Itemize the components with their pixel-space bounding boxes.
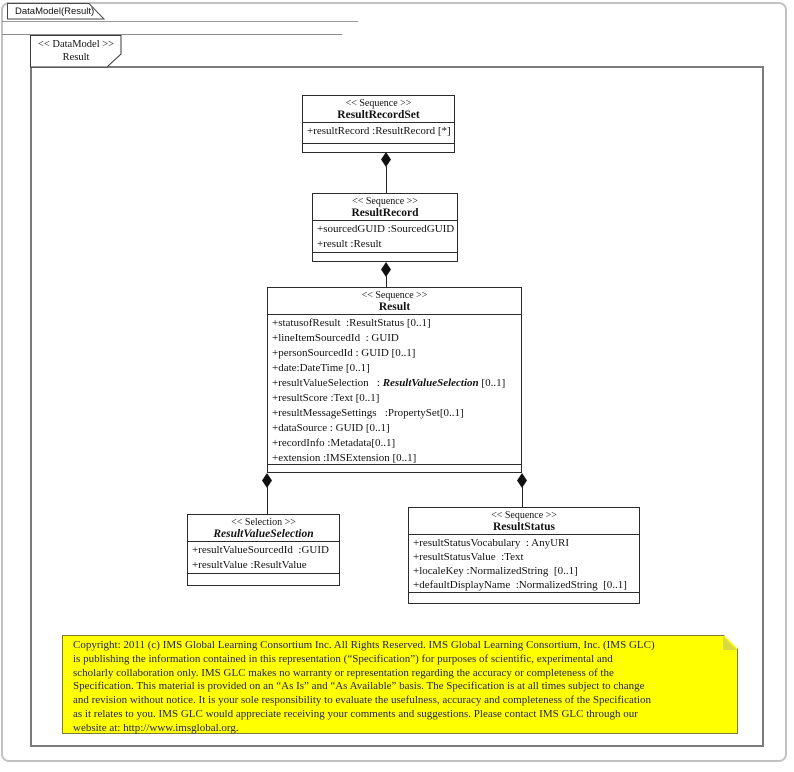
operations-compartment	[303, 144, 454, 152]
attributes-compartment: +resultStatusVocabulary : AnyURI +result…	[409, 535, 639, 593]
divider-line	[2, 21, 358, 22]
attribute-row: +resultValueSourcedId :GUID	[192, 544, 329, 556]
tab-shape-icon	[7, 3, 106, 20]
composition-diamond-icon	[381, 262, 391, 277]
uml-class-result-value-selection: << Selection >> ResultValueSelection +re…	[187, 514, 340, 586]
operations-compartment	[313, 253, 457, 261]
attribute-row: +localeKey :NormalizedString [0..1]	[413, 565, 578, 577]
attribute-row: +recordInfo :Metadata[0..1]	[272, 437, 396, 449]
composition-diamond-icon	[262, 473, 272, 488]
composition-diamond-icon	[381, 152, 391, 167]
frame-label: << DataModel >> Result	[30, 35, 122, 68]
attribute-row: +resultRecord :ResultRecord [*]	[307, 125, 451, 137]
attribute-row: +resultMessageSettings :PropertySet[0..1…	[272, 407, 464, 419]
uml-class-result: << Sequence >> Result +statusofResult :R…	[267, 287, 522, 473]
connector-line	[522, 487, 523, 507]
attribute-row: +defaultDisplayName :NormalizedString [0…	[413, 579, 627, 591]
composition-diamond-icon	[517, 473, 527, 488]
uml-class-result-status: << Sequence >> ResultStatus +resultStatu…	[408, 507, 640, 604]
class-name: ResultRecordSet	[337, 109, 420, 121]
class-name: ResultStatus	[493, 521, 555, 533]
attribute-row: +resultValue :ResultValue	[192, 559, 307, 571]
class-name: ResultRecord	[351, 207, 419, 219]
attribute-row: +resultStatusValue :Text	[413, 551, 524, 563]
attribute-row: +sourcedGUID :SourcedGUID	[317, 223, 455, 235]
class-name: Result	[378, 301, 411, 313]
frame-stereotype: << DataModel >>	[37, 39, 115, 50]
divider-line	[2, 34, 342, 35]
attribute-row: +result :Result	[317, 238, 382, 250]
attributes-compartment: +resultValueSourcedId :GUID +resultValue…	[188, 542, 339, 574]
connector-line	[267, 487, 268, 514]
uml-class-result-record: << Sequence >> ResultRecord +sourcedGUID…	[312, 193, 458, 262]
attribute-row: +resultScore :Text [0..1]	[272, 392, 380, 404]
uml-frame	[30, 66, 764, 747]
stereotype-label: << Sequence >>	[361, 290, 428, 301]
attributes-compartment: +resultRecord :ResultRecord [*]	[303, 123, 454, 144]
connector-line	[386, 166, 387, 193]
frame-label-pentagon-icon	[30, 35, 122, 68]
attribute-row: +extension :IMSExtension [0..1]	[272, 452, 417, 464]
frame-name: Result	[62, 52, 90, 63]
uml-class-result-record-set: << Sequence >> ResultRecordSet +resultRe…	[302, 95, 455, 153]
attribute-row: +lineItemSourcedId : GUID	[272, 332, 399, 344]
operations-compartment	[268, 465, 521, 472]
attribute-row: +date:DateTime [0..1]	[272, 362, 370, 374]
stereotype-label: << Selection >>	[231, 517, 296, 528]
operations-compartment	[409, 593, 639, 603]
stereotype-label: << Sequence >>	[352, 196, 418, 207]
attribute-row: +statusofResult :ResultStatus [0..1]	[272, 317, 431, 329]
stereotype-label: << Sequence >>	[491, 510, 557, 521]
attribute-row: +resultValueSelection : ResultValueSelec…	[272, 377, 506, 389]
diagram-tab[interactable]: DataModel(Result)	[6, 2, 110, 22]
note-text: Copyright: 2011 (c) IMS Global Learning …	[73, 639, 655, 734]
attribute-row: +resultStatusVocabulary : AnyURI	[413, 537, 570, 549]
copyright-note: Copyright: 2011 (c) IMS Global Learning …	[62, 635, 738, 734]
operations-compartment	[188, 574, 339, 585]
tab-label: DataModel(Result)	[15, 6, 95, 17]
stereotype-label: << Sequence >>	[345, 98, 412, 109]
attributes-compartment: +statusofResult :ResultStatus [0..1] +li…	[268, 315, 521, 465]
class-name: ResultValueSelection	[213, 528, 314, 540]
attribute-row: +personSourcedId : GUID [0..1]	[272, 347, 416, 359]
attributes-compartment: +sourcedGUID :SourcedGUID +result :Resul…	[313, 221, 457, 253]
connector-line	[386, 276, 387, 287]
attribute-row: +dataSource : GUID [0..1]	[272, 422, 390, 434]
